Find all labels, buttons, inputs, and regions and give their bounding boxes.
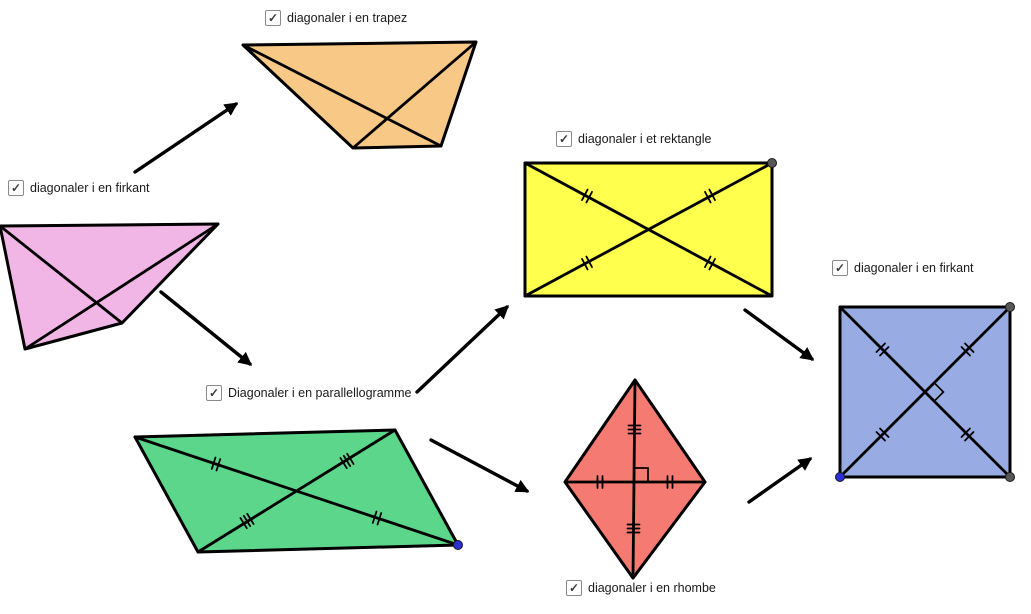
checkbox-label-rhombe: diagonaler i en rhombe [588, 581, 716, 595]
rhombe-diagonal-vertical[interactable] [631, 378, 637, 580]
tick-mark-triple [339, 452, 355, 470]
checkbox-row-parallellogramme: ✓ Diagonaler i en parallellogramme [206, 385, 411, 401]
tick-mark-double [875, 427, 890, 442]
checkbox-firkant-right[interactable]: ✓ [832, 260, 848, 276]
checkbox-label-trapez: diagonaler i en trapez [287, 11, 408, 25]
point-firkant-right-bottomright[interactable] [1005, 472, 1015, 482]
tick-mark-double [596, 475, 604, 489]
trapez-diagonal-1[interactable] [241, 43, 443, 148]
tick-mark-triple [627, 424, 642, 435]
tick-mark-double [210, 456, 222, 472]
firkant-left-diagonal-1[interactable] [0, 224, 124, 325]
shape-parallellogramme [133, 428, 460, 554]
checkbox-row-trapez: ✓ diagonaler i en trapez [265, 10, 407, 26]
checkbox-label-firkant-right: diagonaler i en firkant [854, 261, 974, 275]
arrow-rhombe-to-firkant[interactable] [747, 457, 813, 504]
right-angle-marker [933, 382, 945, 402]
checkbox-row-firkant-right: ✓ diagonaler i en firkant [832, 260, 974, 276]
checkbox-trapez[interactable]: ✓ [265, 10, 281, 26]
shape-rhombe [563, 378, 707, 580]
tick-mark-triple [239, 512, 255, 530]
checkbox-label-rektangle: diagonaler i et rektangle [578, 132, 712, 146]
checkbox-parallellogramme[interactable]: ✓ [206, 385, 222, 401]
arrow-parallellogramme-to-rektangle[interactable] [415, 305, 509, 394]
trapez-diagonal-2[interactable] [351, 40, 478, 150]
checkbox-row-rektangle: ✓ diagonaler i et rektangle [556, 131, 711, 147]
checkbox-row-firkant-left: ✓ diagonaler i en firkant [8, 180, 150, 196]
shape-trapez [241, 40, 478, 150]
point-parallellogramme-bottomright[interactable] [453, 540, 463, 550]
tick-mark-double [581, 255, 593, 271]
shape-firkant-right [838, 305, 1012, 479]
right-angle-marker [634, 467, 649, 482]
tick-mark-double [960, 342, 975, 357]
shape-firkant-left [0, 222, 220, 351]
trapez-polygon[interactable] [241, 40, 478, 150]
tick-mark-double [581, 188, 593, 204]
checkbox-label-firkant-left: diagonaler i en firkant [30, 181, 150, 195]
checkbox-label-parallellogramme: Diagonaler i en parallellogramme [228, 386, 412, 400]
tick-mark-double [704, 255, 716, 271]
point-firkant-right-topright[interactable] [1005, 302, 1015, 312]
checkbox-firkant-left[interactable]: ✓ [8, 180, 24, 196]
tick-mark-double [371, 510, 383, 526]
arrow-firkant-to-parallellogramme[interactable] [159, 290, 253, 366]
firkant-left-diagonal-2[interactable] [23, 222, 220, 351]
firkant-right-diagonal-2[interactable] [838, 305, 1012, 479]
checkbox-rektangle[interactable]: ✓ [556, 131, 572, 147]
tick-mark-double [875, 342, 890, 357]
rektangle-diagonal-2[interactable] [523, 161, 774, 298]
arrow-rektangle-to-firkant[interactable] [743, 308, 815, 361]
checkbox-row-rhombe: ✓ diagonaler i en rhombe [566, 580, 716, 596]
tick-mark-double [666, 475, 674, 489]
firkant-left-polygon[interactable] [0, 222, 220, 351]
tick-mark-triple [626, 523, 641, 534]
tick-mark-double [704, 188, 716, 204]
shape-rektangle [523, 161, 774, 298]
arrow-parallellogramme-to-rhombe[interactable] [429, 438, 530, 493]
point-rektangle-topright[interactable] [767, 158, 777, 168]
parallellogramme-diagonal-2[interactable] [196, 428, 397, 554]
arrow-firkant-to-trapez[interactable] [133, 102, 239, 174]
checkbox-rhombe[interactable]: ✓ [566, 580, 582, 596]
point-firkant-right-bottomleft[interactable] [835, 472, 845, 482]
tick-mark-double [960, 427, 975, 442]
